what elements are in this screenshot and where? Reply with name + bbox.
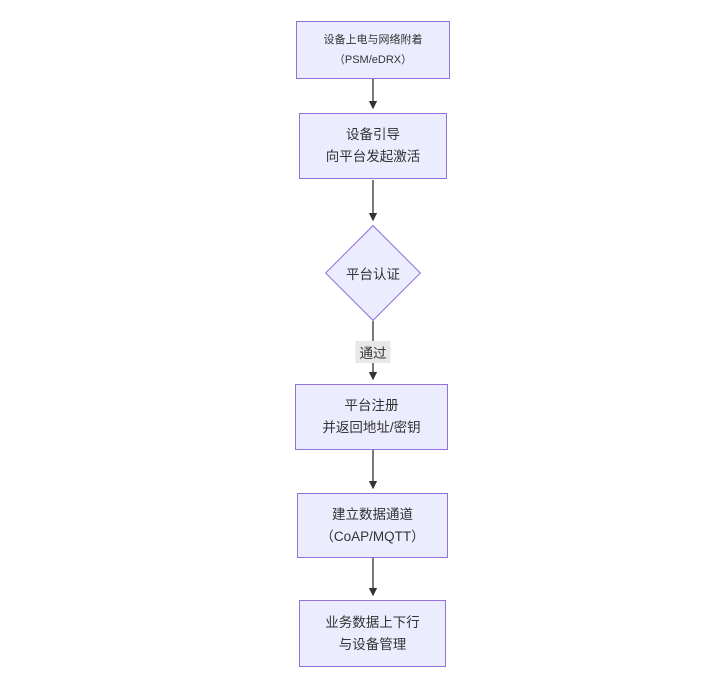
flow-node-auth-label: 平台认证 [346, 267, 400, 282]
node-line: 业务数据上下行 [325, 614, 420, 630]
node-line: 设备引导 [346, 127, 400, 142]
node-line: 设备上电与网络附着 [323, 34, 423, 46]
flow-node-power-on: 设备上电与网络附着 （PSM/eDRX） [296, 21, 450, 79]
node-line: （CoAP/MQTT） [320, 528, 425, 544]
node-line: 并返回地址/密钥 [322, 420, 421, 435]
flow-node-bootstrap: 设备引导 向平台发起激活 [299, 113, 447, 179]
node-line: 向平台发起激活 [325, 149, 421, 164]
node-line: 与设备管理 [338, 636, 407, 652]
flow-node-register: 平台注册 并返回地址/密钥 [295, 384, 448, 450]
flow-node-business: 业务数据上下行 与设备管理 [299, 600, 446, 667]
flow-node-channel: 建立数据通道 （CoAP/MQTT） [297, 493, 448, 558]
node-line: 建立数据通道 [332, 506, 413, 522]
node-line: （PSM/eDRX） [333, 54, 413, 66]
node-line: 平台注册 [344, 398, 399, 413]
edge-label-pass: 通过 [355, 341, 391, 363]
